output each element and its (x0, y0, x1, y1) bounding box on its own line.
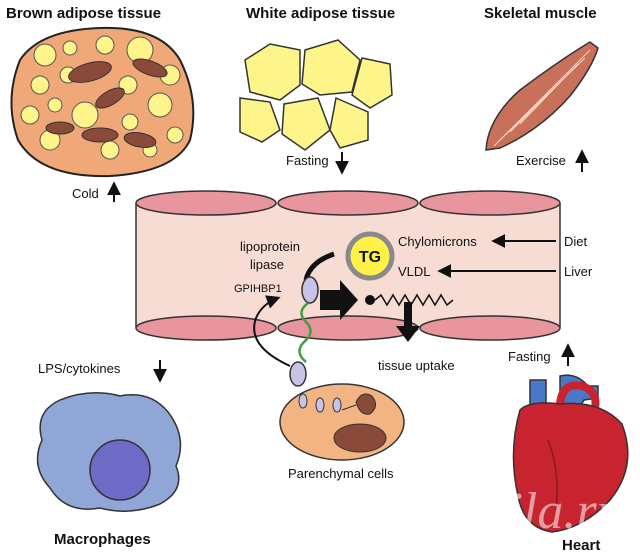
macrophage: LPS/cytokines Macrophages (36, 360, 182, 548)
lipase-label: lipase (250, 257, 284, 272)
vldl-label: VLDL (398, 264, 431, 279)
muscle-fibers (493, 49, 591, 147)
muscle-shape (485, 41, 599, 151)
fatty-acid-tail (374, 293, 454, 307)
skeletal-muscle: Skeletal muscle Exercise (484, 5, 599, 172)
heart: Fasting Heart (508, 343, 629, 552)
chylomicrons-label: Chylomicrons (398, 234, 477, 249)
vessel-rings (135, 190, 561, 341)
exercise-label: Exercise (516, 153, 566, 168)
aorta (556, 381, 600, 414)
fasting-heart-label: Fasting (508, 349, 551, 364)
lps-label: LPS/cytokines (38, 361, 121, 376)
tissue-uptake-label: tissue uptake (378, 358, 455, 373)
heart-body (512, 402, 629, 533)
fasting-white-label: Fasting (286, 153, 329, 168)
gpihbp1-label: GPIHBP1 (234, 283, 282, 295)
tg-particle (345, 231, 395, 281)
golgi-organelle (355, 393, 376, 415)
hydrolysis-arrow (320, 280, 358, 320)
skeletal-muscle-title: Skeletal muscle (484, 5, 597, 22)
fatty-acid-head (365, 295, 375, 305)
lpl-in-cell (289, 361, 307, 387)
lipoprotein-lipase-molecule (301, 276, 319, 304)
brown-adipose-title: Brown adipose tissue (6, 5, 161, 22)
white-adipose-tissue: White adipose tissue Fasting (239, 5, 395, 175)
macrophage-nucleus (89, 439, 151, 501)
gpihbp1-chain (298, 302, 312, 363)
blood-vessel: lipoprotein lipase GPIHBP1 TG Chylomicro… (135, 190, 593, 363)
brown-adipose-tissue: Brown adipose tissue Cold (6, 5, 195, 202)
gpihbp1-transport-arrow (253, 295, 291, 367)
diet-label: Diet (564, 234, 588, 249)
mitochondria (45, 58, 168, 148)
parenchymal-cell: Parenchymal cells (253, 295, 405, 481)
lpl-binding-arm (303, 251, 335, 281)
white-fat-cells (239, 39, 393, 151)
tissue-uptake-arrow (396, 302, 420, 342)
parenchymal-label: Parenchymal cells (288, 466, 394, 481)
watermark: Postila.ru (415, 483, 623, 540)
liver-label: Liver (564, 264, 593, 279)
lipoprotein-label: lipoprotein (240, 239, 300, 254)
white-adipose-title: White adipose tissue (246, 5, 395, 22)
tg-label: TG (359, 249, 381, 266)
parenchymal-nucleus (333, 423, 387, 453)
macrophages-title: Macrophages (54, 531, 151, 548)
heart-title: Heart (562, 537, 600, 552)
cold-label: Cold (72, 186, 99, 201)
